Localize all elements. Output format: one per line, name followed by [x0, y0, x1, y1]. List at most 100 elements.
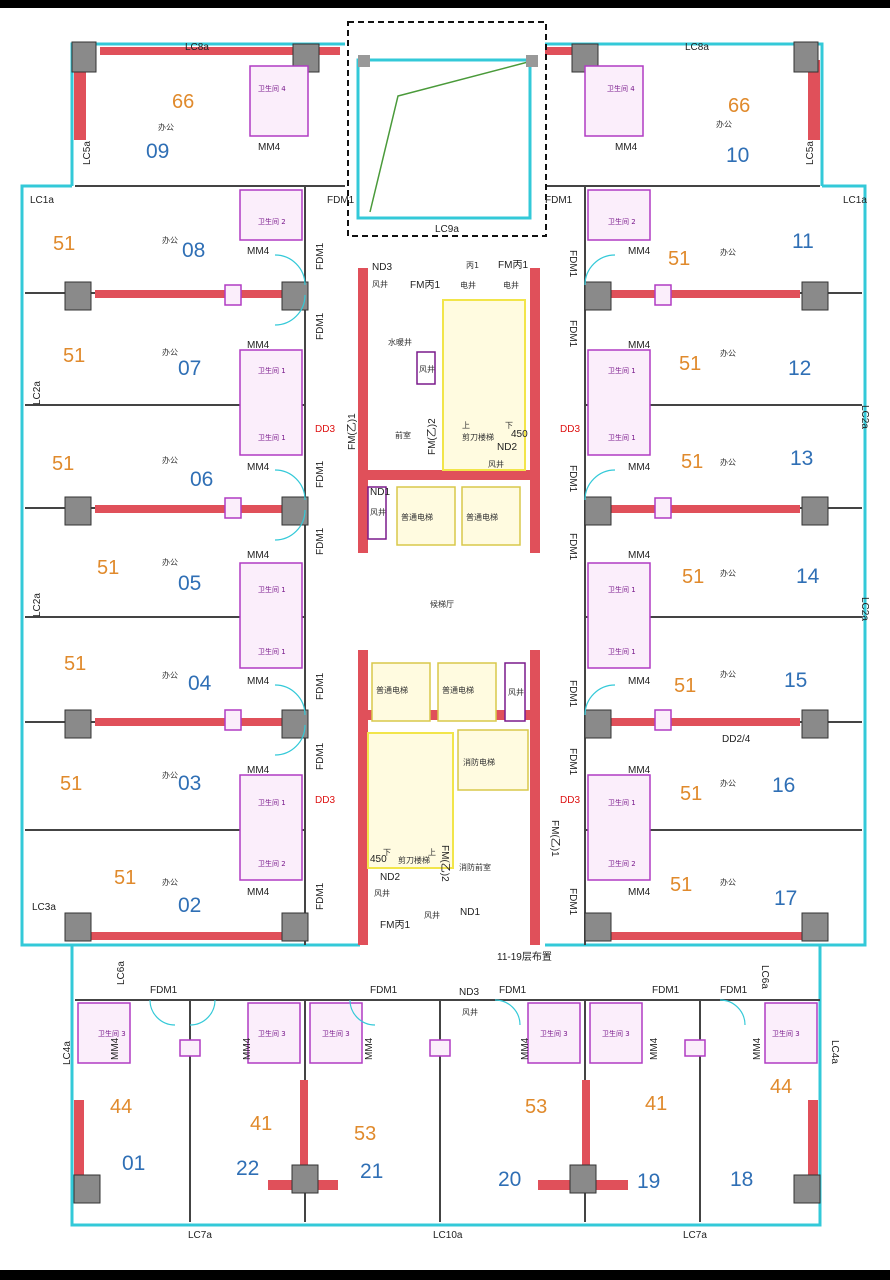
- stair-lower: [367, 732, 454, 869]
- svg-text:FDM1: FDM1: [315, 460, 326, 488]
- svg-text:ND3: ND3: [372, 262, 392, 273]
- svg-text:卫生间 4: 卫生间 4: [607, 84, 635, 93]
- svg-text:LC4a: LC4a: [62, 1041, 73, 1065]
- svg-text:办公: 办公: [162, 455, 178, 465]
- outer-walls: [20, 42, 867, 1227]
- svg-text:普通电梯: 普通电梯: [376, 685, 408, 695]
- svg-text:MM4: MM4: [364, 1037, 375, 1060]
- svg-text:LC2a: LC2a: [859, 405, 870, 429]
- svg-text:卫生间 1: 卫生间 1: [258, 585, 286, 594]
- room-number-14: 14: [796, 565, 820, 588]
- room-number-19: 19: [637, 1170, 660, 1193]
- svg-text:办公: 办公: [162, 235, 178, 245]
- svg-text:卫生间 1: 卫生间 1: [608, 798, 636, 807]
- svg-text:FDM1: FDM1: [315, 742, 326, 770]
- svg-text:办公: 办公: [162, 770, 178, 780]
- svg-text:FDM1: FDM1: [567, 320, 578, 348]
- svg-text:FDM1: FDM1: [720, 985, 748, 996]
- svg-text:LC7a: LC7a: [683, 1230, 707, 1241]
- svg-text:卫生间 1: 卫生间 1: [258, 366, 286, 375]
- room-number-04: 04: [188, 672, 212, 695]
- svg-text:LC2a: LC2a: [859, 597, 870, 621]
- svg-text:卫生间 3: 卫生间 3: [98, 1029, 126, 1038]
- svg-text:风井: 风井: [419, 364, 435, 374]
- window-door-codes: LC8a LC8a LC9a LC1a LC1a LC3a LC7a LC10a…: [30, 42, 870, 1241]
- svg-text:FDM1: FDM1: [315, 242, 326, 270]
- svg-text:DD2/4: DD2/4: [722, 734, 751, 745]
- svg-text:MM4: MM4: [247, 676, 270, 687]
- room-number-15: 15: [784, 669, 807, 692]
- room-number-17: 17: [774, 887, 797, 910]
- svg-text:办公: 办公: [716, 119, 732, 129]
- chinese-annotations: 卫生间 4 卫生间 4 卫生间 2 卫生间 2 卫生间 1 卫生间 1 卫生间 …: [98, 84, 800, 1038]
- svg-text:办公: 办公: [720, 877, 736, 887]
- svg-text:卫生间 1: 卫生间 1: [608, 433, 636, 442]
- area-11: 51: [668, 248, 690, 270]
- svg-text:办公: 办公: [162, 557, 178, 567]
- area-04: 51: [64, 653, 86, 675]
- svg-text:MM4: MM4: [628, 340, 651, 351]
- svg-text:卫生间 2: 卫生间 2: [608, 217, 636, 226]
- svg-text:DD3: DD3: [315, 424, 335, 435]
- svg-text:FDM1: FDM1: [150, 985, 178, 996]
- svg-text:上: 上: [428, 848, 436, 857]
- room-number-08: 08: [182, 239, 205, 262]
- area-17: 51: [670, 874, 692, 896]
- svg-text:水暖井: 水暖井: [388, 337, 412, 347]
- area-08: 51: [53, 233, 75, 255]
- room-number-12: 12: [788, 357, 811, 380]
- svg-text:ND1: ND1: [460, 907, 480, 918]
- svg-text:LC10a: LC10a: [433, 1230, 463, 1241]
- svg-text:LC1a: LC1a: [843, 195, 867, 206]
- room-number-03: 03: [178, 772, 201, 795]
- svg-text:卫生间 1: 卫生间 1: [258, 798, 286, 807]
- svg-text:剪刀楼梯: 剪刀楼梯: [398, 855, 430, 865]
- svg-text:办公: 办公: [720, 778, 736, 788]
- area-05: 51: [97, 557, 119, 579]
- svg-text:FDM1: FDM1: [567, 465, 578, 493]
- svg-text:LC8a: LC8a: [185, 42, 209, 53]
- svg-text:普通电梯: 普通电梯: [442, 685, 474, 695]
- drawing-sheet: [0, 8, 890, 1270]
- svg-text:MM4: MM4: [247, 340, 270, 351]
- svg-text:FDM1: FDM1: [327, 195, 355, 206]
- svg-text:卫生间 1: 卫生间 1: [608, 647, 636, 656]
- svg-text:MM4: MM4: [242, 1037, 253, 1060]
- svg-text:FDM1: FDM1: [315, 882, 326, 910]
- svg-text:450: 450: [370, 854, 387, 865]
- room-number-22: 22: [236, 1157, 259, 1180]
- svg-text:MM4: MM4: [247, 550, 270, 561]
- atrium-dashed-frame: [347, 21, 547, 237]
- svg-text:MM4: MM4: [110, 1037, 121, 1060]
- area-14: 51: [682, 566, 704, 588]
- svg-text:LC2a: LC2a: [32, 593, 43, 617]
- svg-text:FDM1: FDM1: [652, 985, 680, 996]
- svg-text:ND2: ND2: [497, 442, 517, 453]
- room-number-16: 16: [772, 774, 795, 797]
- room-areas: 44 51 51 51 51 51 51 51 66 66 51 51 51 5…: [52, 91, 792, 1145]
- room-number-10: 10: [726, 144, 749, 167]
- svg-text:FM(乙)2: FM(乙)2: [426, 418, 438, 455]
- svg-text:FDM1: FDM1: [315, 672, 326, 700]
- door-swings: [149, 254, 746, 1026]
- svg-text:FDM1: FDM1: [315, 527, 326, 555]
- svg-text:MM4: MM4: [247, 765, 270, 776]
- area-06: 51: [52, 453, 74, 475]
- room-number-13: 13: [790, 447, 813, 470]
- svg-text:上: 上: [462, 421, 470, 430]
- svg-text:MM4: MM4: [752, 1037, 763, 1060]
- svg-text:办公: 办公: [720, 247, 736, 257]
- svg-text:MM4: MM4: [615, 142, 638, 153]
- area-02: 51: [114, 867, 136, 889]
- svg-text:卫生间 1: 卫生间 1: [608, 366, 636, 375]
- svg-text:450: 450: [511, 429, 528, 440]
- svg-text:LC5a: LC5a: [805, 141, 816, 165]
- svg-text:FDM1: FDM1: [567, 533, 578, 561]
- svg-text:FM丙1: FM丙1: [380, 920, 410, 931]
- svg-text:卫生间 1: 卫生间 1: [608, 585, 636, 594]
- svg-text:风井: 风井: [508, 687, 524, 697]
- stair-upper: [442, 299, 526, 471]
- svg-text:卫生间 3: 卫生间 3: [602, 1029, 630, 1038]
- svg-text:卫生间 3: 卫生间 3: [772, 1029, 800, 1038]
